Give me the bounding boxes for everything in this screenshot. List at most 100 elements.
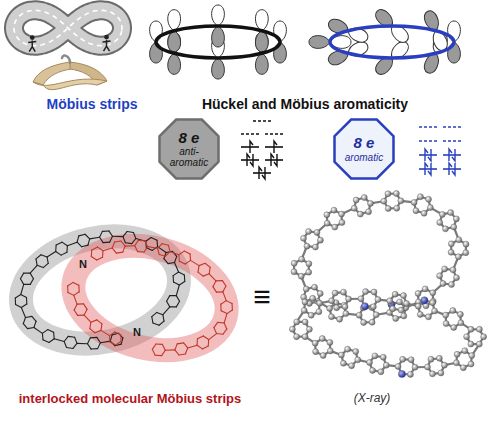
carbon-atom bbox=[392, 291, 398, 297]
carbon-atom bbox=[298, 273, 304, 279]
bond bbox=[102, 230, 108, 232]
bond bbox=[222, 281, 226, 286]
bond bbox=[68, 336, 74, 338]
electron-arrow bbox=[428, 149, 431, 161]
carbon-atom bbox=[337, 316, 343, 322]
bond bbox=[37, 265, 43, 267]
carbon-atom bbox=[370, 304, 376, 310]
bond bbox=[43, 263, 48, 267]
bond bbox=[179, 251, 184, 255]
bond bbox=[175, 256, 177, 262]
carbon-atom bbox=[312, 244, 318, 250]
carbon-atom bbox=[306, 229, 312, 235]
bond bbox=[101, 330, 110, 335]
carbon-atom bbox=[327, 348, 333, 354]
electron-count: 8 e bbox=[345, 135, 383, 152]
bond bbox=[157, 312, 163, 314]
octagon-outline bbox=[335, 120, 394, 179]
bond bbox=[132, 239, 136, 244]
bond bbox=[77, 303, 83, 304]
hanger-hook bbox=[62, 56, 70, 63]
electron-arrow bbox=[452, 149, 455, 161]
atom-label: N bbox=[79, 257, 87, 270]
bond bbox=[223, 292, 226, 301]
bond bbox=[227, 310, 232, 314]
bond bbox=[112, 242, 114, 248]
bond bbox=[91, 348, 97, 350]
bond bbox=[88, 239, 90, 245]
carbon-atom bbox=[395, 363, 401, 369]
bond bbox=[196, 339, 198, 345]
carbon-atom bbox=[438, 370, 444, 376]
carbon-atom bbox=[345, 346, 351, 352]
carbon-atom bbox=[443, 321, 449, 327]
bond bbox=[21, 295, 27, 298]
bond bbox=[199, 263, 205, 265]
bond bbox=[184, 343, 188, 348]
carbon-atom bbox=[417, 194, 423, 200]
carbon-atom bbox=[338, 352, 344, 358]
carbon-atom bbox=[437, 220, 443, 226]
carbon-atom bbox=[468, 361, 474, 367]
orbital-level bbox=[419, 140, 437, 142]
carbon-atom bbox=[317, 290, 323, 296]
bond bbox=[36, 255, 41, 259]
bond bbox=[168, 245, 170, 251]
orbital-level bbox=[443, 154, 461, 156]
bond bbox=[64, 336, 68, 341]
bond bbox=[95, 330, 101, 332]
bond bbox=[151, 237, 157, 240]
carbon-atom bbox=[367, 200, 373, 206]
carbon-atom bbox=[316, 309, 322, 315]
carbon-atom bbox=[353, 197, 359, 203]
bond bbox=[198, 272, 203, 276]
carbon-atom bbox=[430, 300, 436, 306]
carbon-atom bbox=[294, 334, 300, 340]
carbon-atom bbox=[448, 241, 454, 247]
carbon-atom bbox=[306, 261, 312, 267]
carbon-atom bbox=[314, 229, 320, 235]
bond bbox=[90, 329, 95, 333]
bond bbox=[170, 295, 176, 296]
bond bbox=[218, 322, 224, 324]
bond bbox=[42, 333, 44, 339]
orbital-level bbox=[241, 159, 259, 161]
bond bbox=[97, 257, 103, 260]
bond bbox=[34, 327, 43, 333]
carbon-atom bbox=[302, 319, 308, 325]
bond bbox=[121, 241, 125, 246]
carbon-atom bbox=[306, 269, 312, 275]
bond bbox=[188, 345, 197, 348]
bond bbox=[167, 301, 170, 307]
bond bbox=[223, 329, 227, 334]
carbon-atom bbox=[394, 205, 400, 211]
carbon-atom bbox=[328, 314, 334, 320]
bond bbox=[73, 343, 77, 348]
bond bbox=[78, 315, 84, 316]
bond bbox=[84, 304, 88, 309]
bond bbox=[197, 345, 202, 349]
bond bbox=[20, 273, 23, 279]
bond bbox=[30, 273, 33, 279]
bond bbox=[16, 305, 22, 308]
bond bbox=[179, 281, 184, 285]
carbon-atom bbox=[476, 326, 482, 332]
carbon-atom bbox=[380, 354, 386, 360]
bond bbox=[145, 241, 148, 247]
octagon-badge: 8 earomatic bbox=[333, 118, 395, 180]
orbital-rings bbox=[150, 5, 461, 79]
orbital-level bbox=[253, 120, 271, 122]
bond bbox=[184, 275, 185, 281]
bond bbox=[167, 296, 170, 302]
carbon-atom bbox=[408, 357, 414, 363]
bond bbox=[209, 267, 211, 273]
carbon-atom bbox=[454, 351, 460, 357]
carbon-atom bbox=[413, 208, 419, 214]
carbon-atom bbox=[448, 210, 454, 216]
electron-arrow bbox=[250, 154, 253, 166]
bond bbox=[175, 344, 177, 350]
bond bbox=[224, 314, 227, 323]
carbon-atom bbox=[361, 195, 367, 201]
bond bbox=[110, 335, 112, 341]
